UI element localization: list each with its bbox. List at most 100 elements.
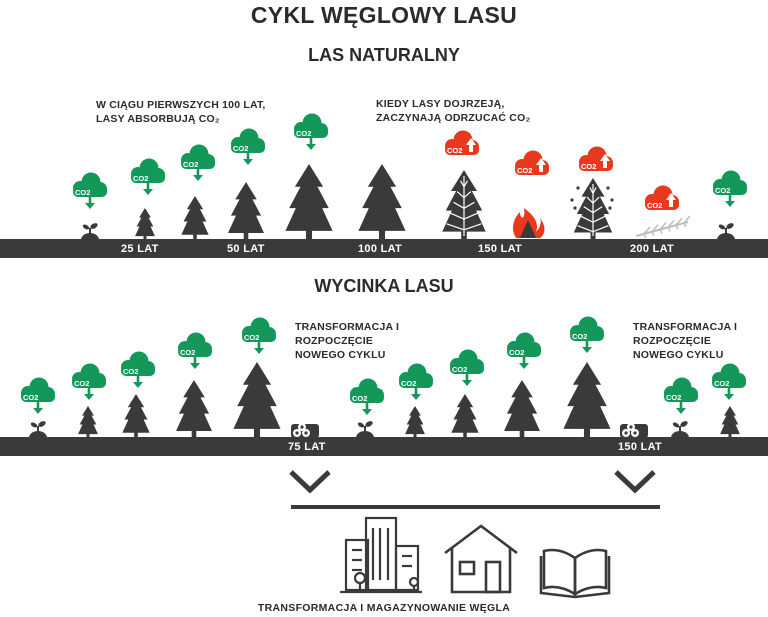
co2-label: CO2 xyxy=(517,166,532,175)
co2-absorb-cloud-icon: CO2 xyxy=(350,378,384,415)
harvest-note-left: TRANSFORMACJA I ROZPOCZĘCIE NOWEGO CYKLU xyxy=(295,320,399,362)
natural-note-absorb-line-1: W CIĄGU PIERWSZYCH 100 LAT, xyxy=(96,99,266,111)
natural-note-absorb: W CIĄGU PIERWSZYCH 100 LAT, LASY ABSORBU… xyxy=(96,98,266,126)
harvest-note-left-line-2: ROZPOCZĘCIE xyxy=(295,335,374,347)
sapling-icon xyxy=(671,421,689,445)
log-pile-icon xyxy=(620,423,648,438)
co2-label: CO2 xyxy=(180,348,195,357)
harvest-note-right-line-3: NOWEGO CYKLU xyxy=(633,349,724,361)
harvest-note-right: TRANSFORMACJA I ROZPOCZĘCIE NOWEGO CYKLU xyxy=(633,320,737,362)
natural-age-150: 150 LAT xyxy=(478,243,523,255)
tree-icon xyxy=(181,196,209,240)
co2-absorb-cloud-icon: CO2 xyxy=(294,113,328,150)
natural-forest-heading: LAS NATURALNY xyxy=(308,45,460,65)
chevron-down-icon xyxy=(614,470,656,494)
sapling-icon xyxy=(717,223,735,247)
tree-icon xyxy=(122,394,150,438)
natural-ground-bar xyxy=(0,239,768,258)
co2-absorb-cloud-icon: CO2 xyxy=(72,363,106,400)
co2-label: CO2 xyxy=(75,188,90,197)
fallen-tree-icon xyxy=(635,215,691,239)
co2-absorb-cloud-icon: CO2 xyxy=(507,332,541,369)
tree-icon xyxy=(228,182,264,240)
natural-age-25: 25 LAT xyxy=(121,243,159,255)
co2-label: CO2 xyxy=(183,160,198,169)
co2-label: CO2 xyxy=(581,162,596,171)
city-icon xyxy=(340,516,422,594)
co2-label: CO2 xyxy=(296,129,311,138)
co2-absorb-cloud-icon: CO2 xyxy=(21,377,55,414)
co2-absorb-cloud-icon: CO2 xyxy=(231,128,265,165)
co2-label: CO2 xyxy=(401,379,416,388)
natural-note-absorb-line-2: LASY ABSORBUJĄ CO₂ xyxy=(96,113,220,125)
co2-emit-cloud-icon: CO2 xyxy=(515,150,549,175)
tree-icon xyxy=(285,164,333,240)
tree-icon xyxy=(720,406,740,438)
harvest-heading: WYCINKA LASU xyxy=(314,276,454,296)
co2-absorb-cloud-icon: CO2 xyxy=(712,363,746,400)
co2-absorb-cloud-icon: CO2 xyxy=(73,172,107,209)
natural-age-50: 50 LAT xyxy=(227,243,265,255)
harvest-ground-bar xyxy=(0,437,768,456)
co2-label: CO2 xyxy=(123,367,138,376)
book-icon xyxy=(539,548,611,599)
fire-icon xyxy=(513,208,545,238)
co2-absorb-cloud-icon: CO2 xyxy=(121,351,155,388)
co2-label: CO2 xyxy=(714,379,729,388)
tree-icon xyxy=(176,380,212,438)
harvest-age-75: 75 LAT xyxy=(288,441,326,453)
co2-label: CO2 xyxy=(244,333,259,342)
bottom-caption: TRANSFORMACJA I MAGAZYNOWANIE WĘGLA xyxy=(257,602,511,614)
co2-label: CO2 xyxy=(233,144,248,153)
co2-absorb-cloud-icon: CO2 xyxy=(713,170,747,207)
co2-label: CO2 xyxy=(447,146,462,155)
sapling-icon xyxy=(356,421,374,445)
co2-label: CO2 xyxy=(715,186,730,195)
house-icon xyxy=(444,524,518,594)
tree-icon xyxy=(405,406,425,438)
natural-note-emit-line-2: ZACZYNAJĄ ODRZUCAĆ CO₂ xyxy=(376,112,531,124)
co2-emit-cloud-icon: CO2 xyxy=(579,146,613,171)
natural-note-emit: KIEDY LASY DOJRZEJĄ, ZACZYNAJĄ ODRZUCAĆ … xyxy=(376,97,530,125)
tree-icon xyxy=(563,362,611,438)
harvest-age-150: 150 LAT xyxy=(618,441,663,453)
trees-group xyxy=(29,164,740,445)
dead-tree-icon xyxy=(573,178,613,240)
tree-icon xyxy=(135,208,155,240)
harvest-note-left-line-1: TRANSFORMACJA I xyxy=(295,321,400,333)
natural-age-100: 100 LAT xyxy=(358,243,403,255)
co2-absorb-cloud-icon: CO2 xyxy=(242,317,276,354)
co2-label: CO2 xyxy=(509,348,524,357)
harvest-note-right-line-1: TRANSFORMACJA I xyxy=(633,321,738,333)
co2-label: CO2 xyxy=(647,201,662,210)
natural-note-emit-line-1: KIEDY LASY DOJRZEJĄ, xyxy=(376,98,505,110)
co2-label: CO2 xyxy=(666,393,681,402)
co2-label: CO2 xyxy=(572,332,587,341)
decor-group xyxy=(289,470,660,599)
dead-tree-icon xyxy=(442,170,486,240)
chevron-down-icon xyxy=(289,470,331,494)
co2-emit-cloud-icon: CO2 xyxy=(445,130,479,155)
sapling-icon xyxy=(29,421,47,445)
sapling-icon xyxy=(81,223,99,247)
co2-emit-cloud-icon: CO2 xyxy=(645,185,679,210)
tree-icon xyxy=(233,362,281,438)
co2-absorb-cloud-icon: CO2 xyxy=(664,377,698,414)
log-pile-icon xyxy=(291,423,319,438)
tree-icon xyxy=(504,380,540,438)
spark-dots xyxy=(570,186,614,210)
co2-label: CO2 xyxy=(23,393,38,402)
page-title: CYKL WĘGLOWY LASU xyxy=(250,2,518,28)
co2-label: CO2 xyxy=(133,174,148,183)
natural-age-200: 200 LAT xyxy=(630,243,675,255)
co2-label: CO2 xyxy=(74,379,89,388)
harvest-note-left-line-3: NOWEGO CYKLU xyxy=(295,349,386,361)
co2-absorb-cloud-icon: CO2 xyxy=(178,332,212,369)
co2-label: CO2 xyxy=(452,365,467,374)
co2-absorb-cloud-icon: CO2 xyxy=(570,316,604,353)
co2-absorb-cloud-icon: CO2 xyxy=(399,363,433,400)
co2-absorb-cloud-icon: CO2 xyxy=(450,349,484,386)
co2-absorb-cloud-icon: CO2 xyxy=(131,158,165,195)
